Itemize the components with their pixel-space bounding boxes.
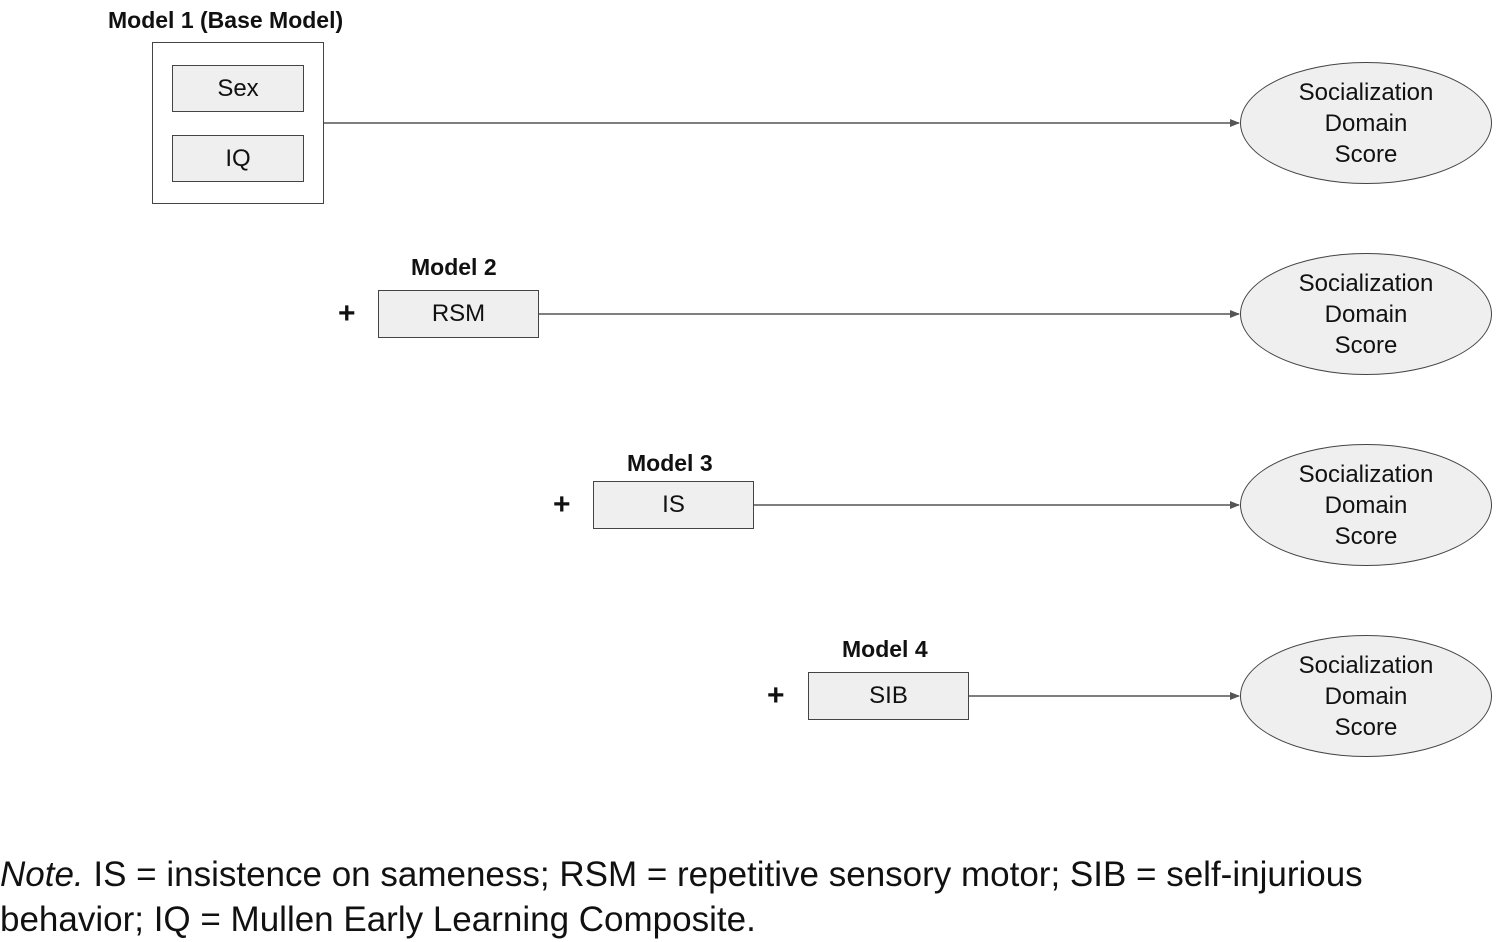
outcome-line-2: Domain <box>1324 491 1408 519</box>
outcome-line-3: Score <box>1334 522 1398 550</box>
model-2-title: Model 2 <box>411 254 497 280</box>
outcome-line-1: Socialization <box>1298 460 1434 488</box>
outcome-line-2: Domain <box>1324 300 1408 328</box>
model-4-variable-sib: SIB <box>808 672 969 720</box>
outcome-model-2: Socialization Domain Score <box>1240 253 1492 375</box>
model-1-variable-iq: IQ <box>172 135 304 182</box>
outcome-line-2: Domain <box>1324 109 1408 137</box>
outcome-line-3: Score <box>1334 713 1398 741</box>
outcome-line-1: Socialization <box>1298 269 1434 297</box>
model-2-plus: + <box>338 297 356 330</box>
model-3-title: Model 3 <box>627 450 713 476</box>
note-label: Note. <box>0 855 84 894</box>
outcome-line-2: Domain <box>1324 682 1408 710</box>
outcome-line-1: Socialization <box>1298 78 1434 106</box>
figure-note: Note. IS = insistence on sameness; RSM =… <box>0 852 1499 942</box>
model-4-title: Model 4 <box>842 636 928 662</box>
outcome-model-3: Socialization Domain Score <box>1240 444 1492 566</box>
outcome-line-3: Score <box>1334 140 1398 168</box>
model-1-title: Model 1 (Base Model) <box>108 7 344 33</box>
model-4-plus: + <box>767 679 785 712</box>
outcome-model-4: Socialization Domain Score <box>1240 635 1492 757</box>
model-3-plus: + <box>553 488 571 521</box>
outcome-model-1: Socialization Domain Score <box>1240 62 1492 184</box>
model-1-variable-sex: Sex <box>172 65 304 112</box>
model-3-variable-is: IS <box>593 481 754 529</box>
model-2-variable-rsm: RSM <box>378 290 539 338</box>
outcome-line-1: Socialization <box>1298 651 1434 679</box>
note-text: IS = insistence on sameness; RSM = repet… <box>0 855 1363 939</box>
outcome-line-3: Score <box>1334 331 1398 359</box>
